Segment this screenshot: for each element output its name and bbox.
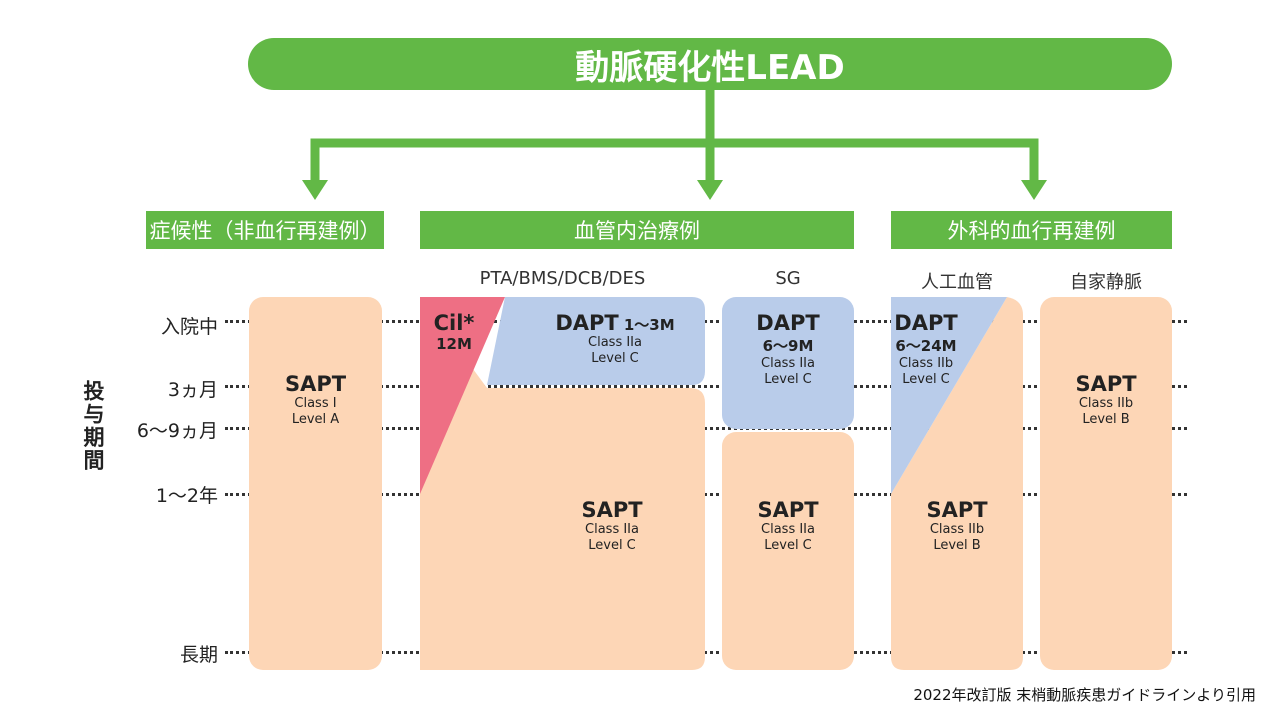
drug-label: SAPT — [926, 498, 988, 522]
pta-cil-text: Cil* 12M — [424, 311, 484, 353]
row-label-6-9months: 6〜9ヵ月 — [136, 420, 218, 442]
level-label: Level C — [588, 538, 636, 553]
pta-dapt-shape — [487, 297, 705, 385]
pta-dapt-text: DAPT 1〜3M Class IIa Level C — [540, 311, 690, 367]
drug-label: SAPT — [284, 372, 347, 396]
class-label: Class IIa — [588, 335, 642, 350]
graft-sapt-text: SAPT Class IIb Level B — [891, 498, 1023, 554]
source-citation: 2022年改訂版 末梢動脈疾患ガイドラインより引用 — [913, 686, 1256, 704]
level-label: Level C — [902, 372, 950, 387]
class-label: Class IIa — [761, 522, 815, 537]
row-label-inpatient: 入院中 — [160, 316, 218, 338]
class-label: Class I — [294, 396, 337, 411]
dotted-line-3months — [225, 385, 1187, 388]
graft-dapt-text: DAPT 6〜24M Class IIb Level C — [893, 311, 959, 388]
drug-label: Cil* — [433, 311, 475, 335]
title-text: 動脈硬化性LEAD — [575, 47, 845, 88]
subheader-sg: SG — [775, 268, 801, 289]
box-symptomatic-sapt-text: SAPT Class I Level A — [249, 372, 382, 428]
graft-sapt-shape — [891, 297, 1023, 670]
category-symptomatic: 症候性（非血行再建例） — [146, 211, 384, 249]
row-label-3months: 3ヵ月 — [167, 379, 218, 401]
dotted-line-1-2years — [225, 493, 1187, 496]
category-symptomatic-label: 症候性（非血行再建例） — [149, 219, 381, 243]
level-label: Level B — [933, 538, 981, 553]
level-label: Level C — [764, 538, 812, 553]
drug-label: SAPT — [757, 498, 819, 522]
drug-label: SAPT — [1075, 372, 1137, 396]
duration-label: 6〜9M — [762, 337, 814, 355]
class-label: Class IIa — [585, 522, 639, 537]
arrow-center-icon — [697, 180, 723, 200]
duration-label: 6〜24M — [895, 337, 957, 355]
graft-dapt-shape — [891, 297, 1007, 494]
duration-label: 1〜3M — [623, 316, 675, 334]
level-label: Level C — [764, 372, 812, 387]
class-label: Class IIb — [1078, 396, 1134, 411]
pta-sapt-shape — [420, 297, 705, 670]
subheader-pta: PTA/BMS/DCB/DES — [479, 268, 646, 289]
category-endovascular: 血管内治療例 — [420, 211, 854, 249]
sg-sapt-shape — [722, 432, 854, 670]
title-banner: 動脈硬化性LEAD — [248, 38, 1172, 90]
category-surgical: 外科的血行再建例 — [891, 211, 1172, 249]
box-symptomatic-sapt — [249, 297, 382, 670]
class-label: Class IIb — [929, 522, 985, 537]
arrow-right-icon — [1021, 180, 1047, 200]
arrow-left-icon — [302, 180, 328, 200]
box-vein-sapt — [1040, 297, 1172, 670]
dotted-line-inpatient — [225, 320, 1187, 323]
drug-label: DAPT — [555, 311, 619, 335]
row-label-long-term: 長期 — [179, 644, 218, 666]
sg-dapt-text: DAPT 6〜9M Class IIa Level C — [722, 311, 854, 388]
class-label: Class IIa — [761, 356, 815, 371]
level-label: Level B — [1082, 412, 1130, 427]
dotted-line-6-9months — [225, 427, 1187, 430]
pta-sapt-text: SAPT Class IIa Level C — [552, 498, 672, 554]
subheader-graft: 人工血管 — [921, 272, 993, 293]
level-label: Level C — [591, 351, 639, 366]
class-label: Class IIb — [898, 356, 954, 371]
subheader-vein: 自家静脈 — [1070, 272, 1142, 293]
box-vein-sapt-text: SAPT Class IIb Level B — [1040, 372, 1172, 428]
dotted-line-long-term — [225, 651, 1187, 654]
drug-label: SAPT — [581, 498, 643, 522]
level-label: Level A — [291, 412, 340, 427]
pta-cil-shape — [420, 297, 505, 494]
row-label-1-2years: 1〜2年 — [155, 485, 218, 507]
drug-label: DAPT — [894, 311, 958, 335]
drug-label: DAPT — [756, 311, 820, 335]
category-endovascular-label: 血管内治療例 — [574, 219, 700, 243]
duration-label: 12M — [436, 335, 472, 353]
sg-dapt-shape — [722, 297, 854, 429]
axis-label: 投与期間 — [81, 380, 105, 472]
category-surgical-label: 外科的血行再建例 — [947, 219, 1116, 243]
sg-sapt-text: SAPT Class IIa Level C — [722, 498, 854, 554]
